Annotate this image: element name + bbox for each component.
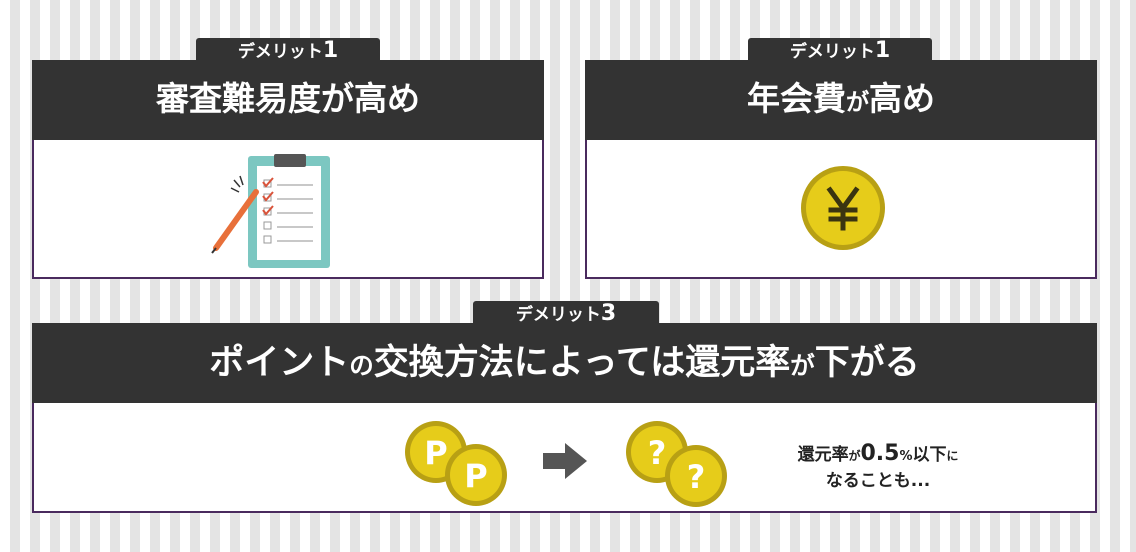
card-title-end: 高め: [869, 79, 936, 118]
tab-number: 3: [600, 301, 617, 326]
card-title-text: 審査難易度が高め: [156, 79, 420, 118]
tab-label: デメリット: [237, 42, 323, 62]
coin-mark: ?: [687, 458, 706, 496]
yen-coin-icon: [801, 166, 885, 250]
card-title: ポイントの交換方法によっては還元率が下がる: [32, 323, 1097, 403]
tab-label: デメリット: [515, 305, 601, 325]
card-title-particle-2: が: [790, 351, 815, 380]
coin-letter: P: [464, 457, 487, 495]
card-body: [585, 140, 1097, 279]
tab-number: 1: [322, 38, 339, 63]
demerit-tab: デメリット1: [196, 38, 380, 63]
tab-label: デメリット: [789, 42, 875, 62]
rate-note: 還元率が0.5%以下に なることも...: [772, 441, 984, 494]
card-title-main: 年会費: [746, 79, 846, 118]
demerit-tab: デメリット3: [473, 301, 659, 326]
demerit-card-2: デメリット1 年会費が高め: [585, 38, 1097, 279]
demerit-card-1: デメリット1 審査難易度が高め: [32, 38, 544, 279]
note-percent: %: [899, 449, 913, 464]
card-title-particle: が: [845, 90, 870, 116]
clipboard-checklist-icon: [211, 154, 330, 268]
card-title-particle: の: [349, 351, 374, 380]
card-body: P P ? ? 還元率が0.5%以下に なることも...: [32, 403, 1097, 513]
note-particle: に: [946, 449, 959, 463]
arrow-right-icon: [543, 443, 587, 479]
note-rate-value: 0.5: [860, 441, 900, 466]
note-text: 以下: [912, 445, 947, 465]
card-title-c: 交換方法によっては還元率: [373, 343, 791, 383]
card-title: 年会費が高め: [585, 60, 1097, 140]
card-title: 審査難易度が高め: [32, 60, 544, 140]
point-coins-icon: P P: [405, 421, 507, 506]
demerit-tab: デメリット1: [748, 38, 932, 63]
demerit-card-3: デメリット3 ポイントの交換方法によっては還元率が下がる P P ? ? 還元率…: [32, 301, 1097, 513]
card-title-e: 下がる: [814, 343, 920, 383]
tab-number: 1: [874, 38, 891, 63]
card-title-a: ポイント: [209, 343, 350, 383]
note-text: 還元率: [797, 445, 849, 465]
note-particle: が: [848, 449, 861, 463]
question-coins-icon: ? ?: [626, 421, 727, 507]
coin-letter: P: [424, 434, 447, 472]
coin-mark: ?: [648, 434, 667, 472]
rate-note-line-2: なることも...: [825, 471, 931, 491]
card-body: [32, 140, 544, 279]
rate-note-line-1: 還元率が0.5%以下に: [772, 441, 984, 469]
